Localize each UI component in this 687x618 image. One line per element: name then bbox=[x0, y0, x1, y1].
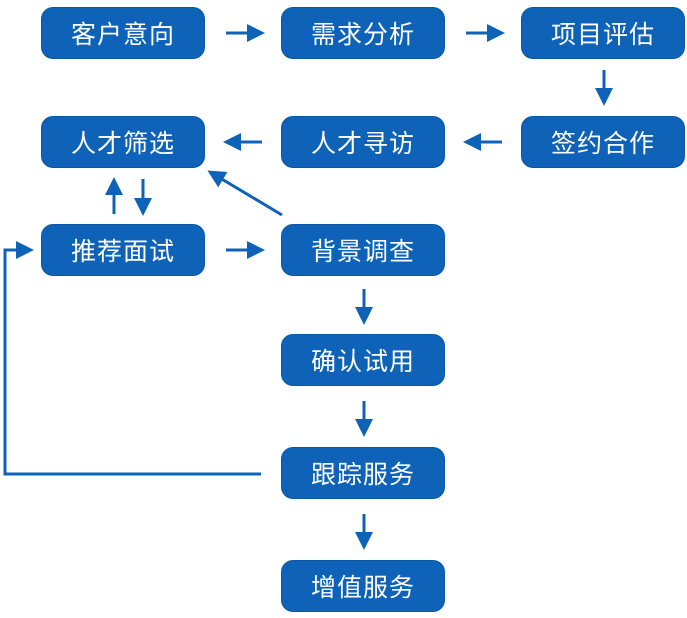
node-value-added-service: 增值服务 bbox=[281, 560, 445, 612]
node-project-evaluation: 项目评估 bbox=[521, 7, 685, 59]
node-customer-intent: 客户意向 bbox=[41, 7, 205, 59]
node-background-check: 背景调查 bbox=[281, 224, 445, 276]
node-confirm-probation: 确认试用 bbox=[281, 334, 445, 386]
arrow-background-check-to-talent-screening bbox=[207, 170, 283, 217]
arrow-follow-up-service-to-recommend-interview bbox=[3, 241, 261, 476]
node-recommend-interview: 推荐面试 bbox=[41, 224, 205, 276]
node-talent-screening: 人才筛选 bbox=[41, 116, 205, 168]
node-follow-up-service: 跟踪服务 bbox=[281, 447, 445, 499]
node-needs-analysis: 需求分析 bbox=[281, 7, 445, 59]
node-talent-search: 人才寻访 bbox=[281, 116, 445, 168]
node-sign-contract: 签约合作 bbox=[521, 116, 685, 168]
